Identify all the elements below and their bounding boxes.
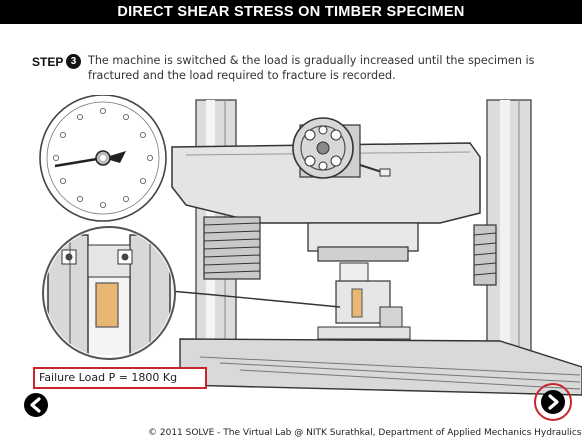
right-screw	[474, 225, 496, 285]
copyright-footer: © 2011 SOLVE - The Virtual Lab @ NITK Su…	[148, 428, 582, 438]
failure-load-readout: Failure Load P = 1800 Kg	[33, 367, 207, 389]
page-title: DIRECT SHEAR STRESS ON TIMBER SPECIMEN	[0, 0, 582, 24]
dial-gauge	[40, 95, 166, 221]
left-screw	[204, 217, 260, 279]
zoom-magnifier	[40, 227, 180, 365]
next-step-button[interactable]	[541, 390, 565, 414]
previous-step-button[interactable]	[24, 393, 48, 417]
chevron-right-icon	[541, 390, 565, 414]
chevron-left-icon	[24, 393, 48, 417]
shear-fixture	[318, 263, 410, 348]
step-instructions: The machine is switched & the load is gr…	[88, 53, 548, 83]
step-label: STEP	[32, 55, 63, 69]
base-platform	[180, 339, 582, 395]
step-number-badge: 3	[66, 54, 81, 69]
